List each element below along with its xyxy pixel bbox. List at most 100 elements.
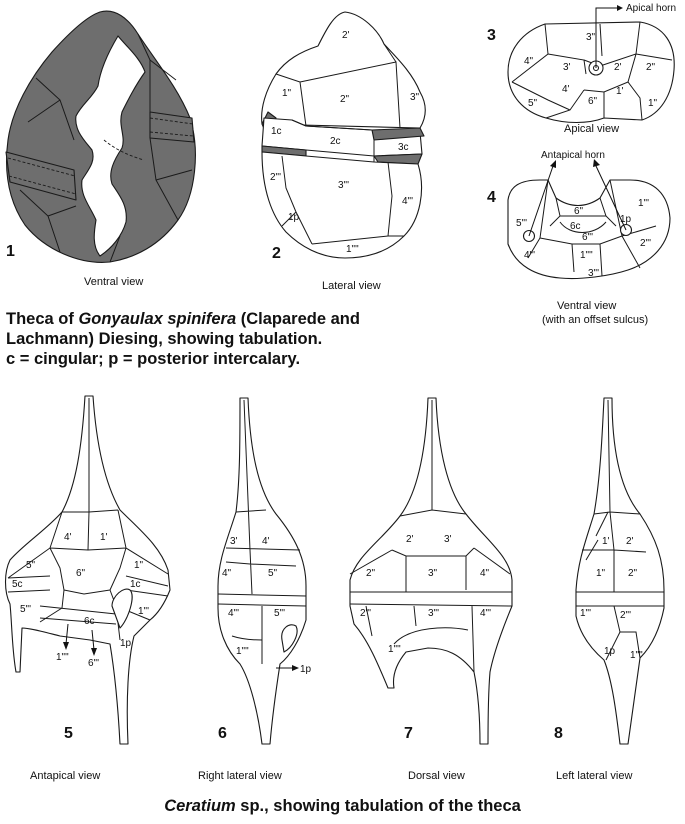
gonyaulax-title: Theca of Gonyaulax spinifera (Claparede … <box>6 309 436 369</box>
fig4-label: 1"' <box>638 198 649 209</box>
fig5-label: 5c <box>12 579 23 590</box>
fig4-plate-labels: 6" 5"' 1p 1"' 6c 6"' 2"' 4"' 1"" 3"' <box>516 198 651 279</box>
fig8-label: 1' <box>602 536 610 547</box>
figure-number-2: 2 <box>272 245 281 262</box>
fig7-label: 3" <box>428 568 438 579</box>
fig4-label: 5"' <box>516 218 527 229</box>
fig5-label: 1p <box>120 638 132 649</box>
fig2-label: 3" <box>410 92 420 103</box>
fig6-ceratium-right-lateral <box>217 397 307 745</box>
fig1-cingulum-left <box>5 151 77 201</box>
fig4-antapical-theca <box>507 159 671 280</box>
fig8-label: 1"" <box>630 650 643 661</box>
fig8-label: 2"' <box>620 610 631 621</box>
fig2-label: 3c <box>398 142 409 153</box>
fig6-label: 1"" <box>236 646 249 657</box>
fig3-label: 3' <box>563 62 571 73</box>
fig5-label: 5"' <box>20 604 31 615</box>
fig4-caption-line2: (with an offset sulcus) <box>542 314 648 326</box>
fig6-plate-labels: 3' 4' 4" 5" 4"' 5"' 1"" 1p <box>222 536 312 675</box>
fig4-outline <box>507 179 671 280</box>
fig6-label: 4"' <box>228 608 239 619</box>
fig2-label: 2" <box>340 94 350 105</box>
fig6-label: 3' <box>230 536 238 547</box>
fig5-label: 1"' <box>138 606 149 617</box>
fig2-cingulum-right-gap <box>371 127 425 141</box>
fig2-caption: Lateral view <box>322 280 381 292</box>
fig2-lateral-theca <box>261 11 426 259</box>
fig4-label: 4"' <box>524 250 535 261</box>
fig8-label: 2' <box>626 536 634 547</box>
apical-horn-label: Apical horn <box>626 3 676 14</box>
gonyaulax-title-line3: c = cingular; p = posterior intercalary. <box>6 350 301 368</box>
fig7-label: 3"' <box>428 608 439 619</box>
fig2-label: 1c <box>271 126 282 137</box>
fig6-label: 4' <box>262 536 270 547</box>
fig3-label: 2' <box>614 62 622 73</box>
fig5-ceratium-antapical <box>4 395 171 745</box>
fig3-apical-theca <box>507 5 675 124</box>
fig5-plate-labels: 4' 1' 5" 1" 6" 5c 1c 5"' 1"' 6c 1p 1"" 6… <box>12 532 149 669</box>
fig2-label: 3"' <box>338 180 349 191</box>
fig2-hypotheca <box>261 151 423 259</box>
fig5-label: 6"' <box>88 658 99 669</box>
fig7-label: 2' <box>406 534 414 545</box>
gonyaulax-title-line1: Theca of Gonyaulax spinifera (Claparede … <box>6 310 360 328</box>
fig8-label: 1" <box>596 568 606 579</box>
fig8-plate-labels: 1' 2' 1" 2" 1"' 2"' 1p 1"" <box>580 536 643 661</box>
fig4-caption-line1: Ventral view <box>557 300 616 312</box>
fig3-label: 4' <box>562 84 570 95</box>
figure-number-1: 1 <box>6 243 15 260</box>
fig8-ceratium-left-lateral <box>575 397 665 745</box>
antapical-horn-label: Antapical horn <box>541 150 605 161</box>
fig4-label: 6c <box>570 221 581 232</box>
fig7-label: 1"" <box>388 644 401 655</box>
gonyaulax-species-name: Gonyaulax spinifera <box>78 310 237 328</box>
fig5-label: 1' <box>100 532 108 543</box>
fig5-caption: Antapical view <box>30 770 100 782</box>
fig8-label: 1"' <box>580 608 591 619</box>
fig3-label: 5" <box>528 98 538 109</box>
gonyaulax-title-line2: Lachmann) Diesing, showing tabulation. <box>6 330 323 348</box>
ceratium-title: Ceratium sp., showing tabulation of the … <box>164 797 521 815</box>
fig2-label: 2' <box>342 30 350 41</box>
fig6-label: 1p <box>300 664 312 675</box>
fig2-label: 2c <box>330 136 341 147</box>
fig2-label: 1" <box>282 88 292 99</box>
antapical-horn-pointer-right <box>595 165 627 231</box>
fig6-outline <box>217 397 307 745</box>
figure-number-7: 7 <box>404 725 413 742</box>
fig8-label: 2" <box>628 568 638 579</box>
fig4-label: 1"" <box>580 250 593 261</box>
fig4-label: 6" <box>574 206 584 217</box>
fig5-label: 5" <box>26 560 36 571</box>
fig7-label: 2" <box>366 568 376 579</box>
fig8-label: 1p <box>604 646 616 657</box>
fig5-label: 6" <box>76 568 86 579</box>
fig5-label: 1"" <box>56 652 69 663</box>
fig5-label: 1c <box>130 579 141 590</box>
fig7-label: 2"' <box>360 608 371 619</box>
fig1-sulcus <box>75 35 146 257</box>
fig2-plate-labels: 2' 1" 2" 3" 1c 2c 3c 2"' 3"' 4"' 1p 1"" <box>270 30 420 255</box>
fig7-label: 3' <box>444 534 452 545</box>
figure-number-4: 4 <box>487 189 496 206</box>
fig3-label: 1' <box>616 86 624 97</box>
fig1-caption: Ventral view <box>84 276 143 288</box>
fig4-label: 6"' <box>582 232 593 243</box>
fig2-label: 1p <box>288 212 300 223</box>
ceratium-genus-name: Ceratium <box>164 797 236 815</box>
fig3-plate-labels: 3" 4" 3' 2' 2" 4' 1' 5" 6" 1" <box>524 32 658 109</box>
fig3-label: 2" <box>646 62 656 73</box>
fig6-label: 5" <box>268 568 278 579</box>
fig3-label: 6" <box>588 96 598 107</box>
figure-number-3: 3 <box>487 27 496 44</box>
fig5-outline <box>4 395 171 745</box>
fig4-label: 3"' <box>588 268 599 279</box>
fig7-label: 4" <box>480 568 490 579</box>
fig6-label: 4" <box>222 568 232 579</box>
fig7-ceratium-dorsal <box>349 397 513 745</box>
fig3-label: 4" <box>524 56 534 67</box>
apical-horn-pointer <box>595 7 617 68</box>
